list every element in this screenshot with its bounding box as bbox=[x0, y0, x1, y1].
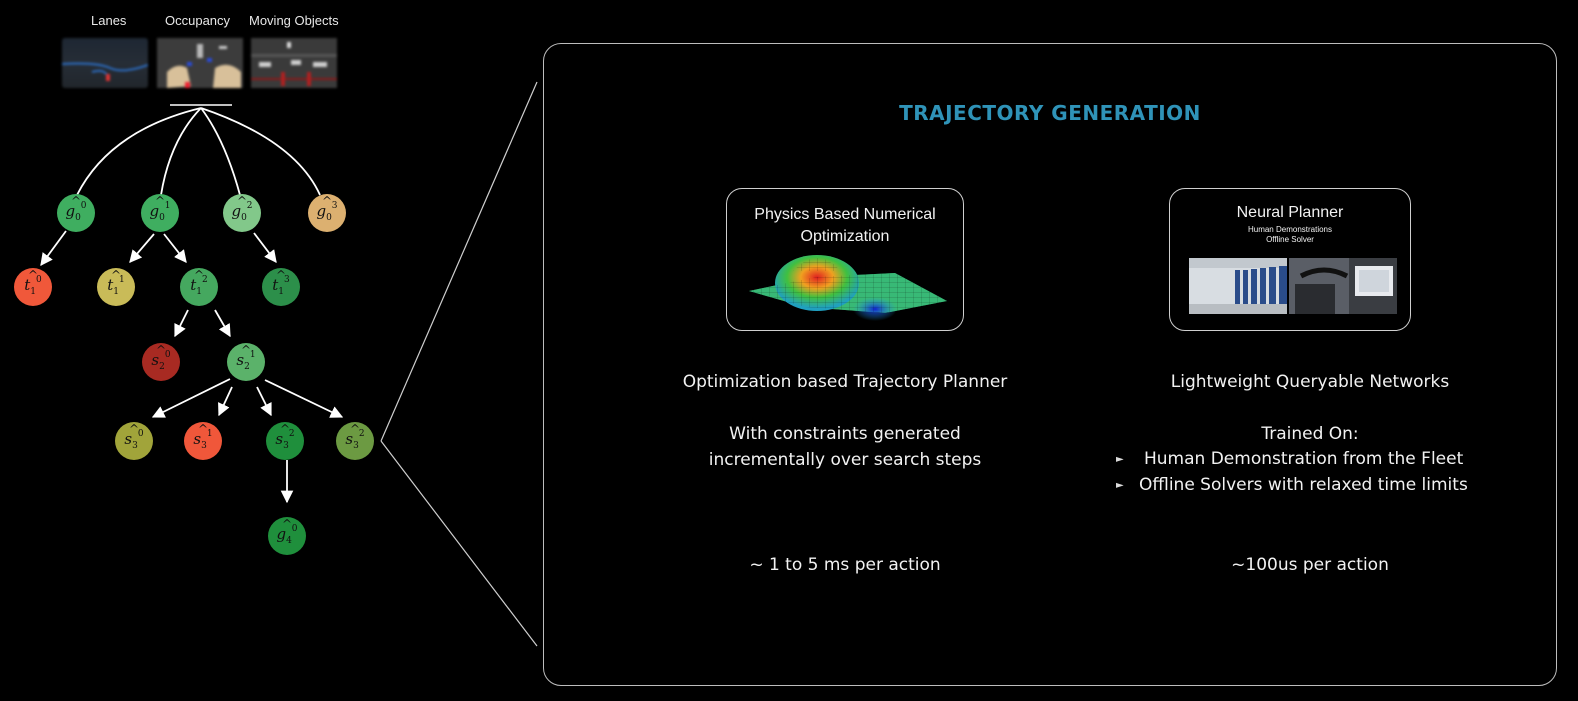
lanes-thumbnail bbox=[62, 38, 148, 88]
node-g0-2: ^g02 bbox=[223, 194, 261, 232]
node-s3-0: ^s30 bbox=[115, 422, 153, 460]
node-s2-1: ^s21 bbox=[227, 343, 265, 381]
right-heading: Lightweight Queryable Networks bbox=[1170, 372, 1450, 392]
left-body-line2: incrementally over search steps bbox=[708, 450, 982, 470]
physics-optimization-card: Physics Based Numerical Optimization bbox=[726, 188, 964, 331]
label-moving-objects: Moving Objects bbox=[249, 13, 339, 28]
label-occupancy: Occupancy bbox=[165, 13, 231, 28]
node-g0-1: ^g01 bbox=[141, 194, 179, 232]
node-t1-3: ^t13 bbox=[262, 268, 300, 306]
left-body-line1: With constraints generated bbox=[729, 424, 961, 444]
neural-planner-sub2: Offline Solver bbox=[1266, 235, 1314, 244]
optimization-surface-graphic bbox=[749, 255, 947, 321]
moving-objects-thumbnail bbox=[251, 38, 337, 88]
node-g4-0: ^g40 bbox=[268, 517, 306, 555]
bullet-1-marker: ► bbox=[1116, 454, 1124, 465]
right-timing: ~100us per action bbox=[1231, 555, 1389, 575]
trajectory-generation-panel bbox=[543, 43, 1557, 686]
card-title-line1: Physics Based Numerical bbox=[754, 206, 936, 223]
bullet-2: Offline Solvers with relaxed time limits bbox=[1139, 475, 1468, 495]
neural-planner-title: Neural Planner bbox=[1236, 204, 1344, 221]
node-t1-1: ^t11 bbox=[97, 268, 135, 306]
node-s3-2: ^s32 bbox=[266, 422, 304, 460]
card-title-line2: Optimization bbox=[800, 228, 890, 245]
occupancy-thumbnail bbox=[157, 38, 243, 88]
node-s3-1: ^s31 bbox=[184, 422, 222, 460]
label-lanes: Lanes bbox=[91, 13, 127, 28]
left-heading: Optimization based Trajectory Planner bbox=[682, 372, 1008, 392]
bullet-1: Human Demonstration from the Fleet bbox=[1144, 449, 1464, 469]
node-s3-3: ^s32 bbox=[336, 422, 374, 460]
left-timing: ~ 1 to 5 ms per action bbox=[749, 555, 941, 575]
neural-planner-image bbox=[1189, 258, 1397, 314]
neural-planner-sub1: Human Demonstrations bbox=[1247, 225, 1333, 234]
node-t1-0: ^t10 bbox=[14, 268, 52, 306]
node-t1-2: ^t12 bbox=[180, 268, 218, 306]
panel-title: TRAJECTORY GENERATION bbox=[899, 101, 1201, 125]
bullet-2-marker: ► bbox=[1116, 480, 1124, 491]
trained-on-label: Trained On: bbox=[1261, 424, 1359, 444]
node-s2-0: ^s20 bbox=[142, 343, 180, 381]
node-g0-3: ^g03 bbox=[308, 194, 346, 232]
node-g0-0: ^g00 bbox=[57, 194, 95, 232]
search-tree-connectors bbox=[40, 81, 538, 647]
neural-planner-card: Neural Planner Human Demonstrations Offl… bbox=[1169, 188, 1411, 331]
